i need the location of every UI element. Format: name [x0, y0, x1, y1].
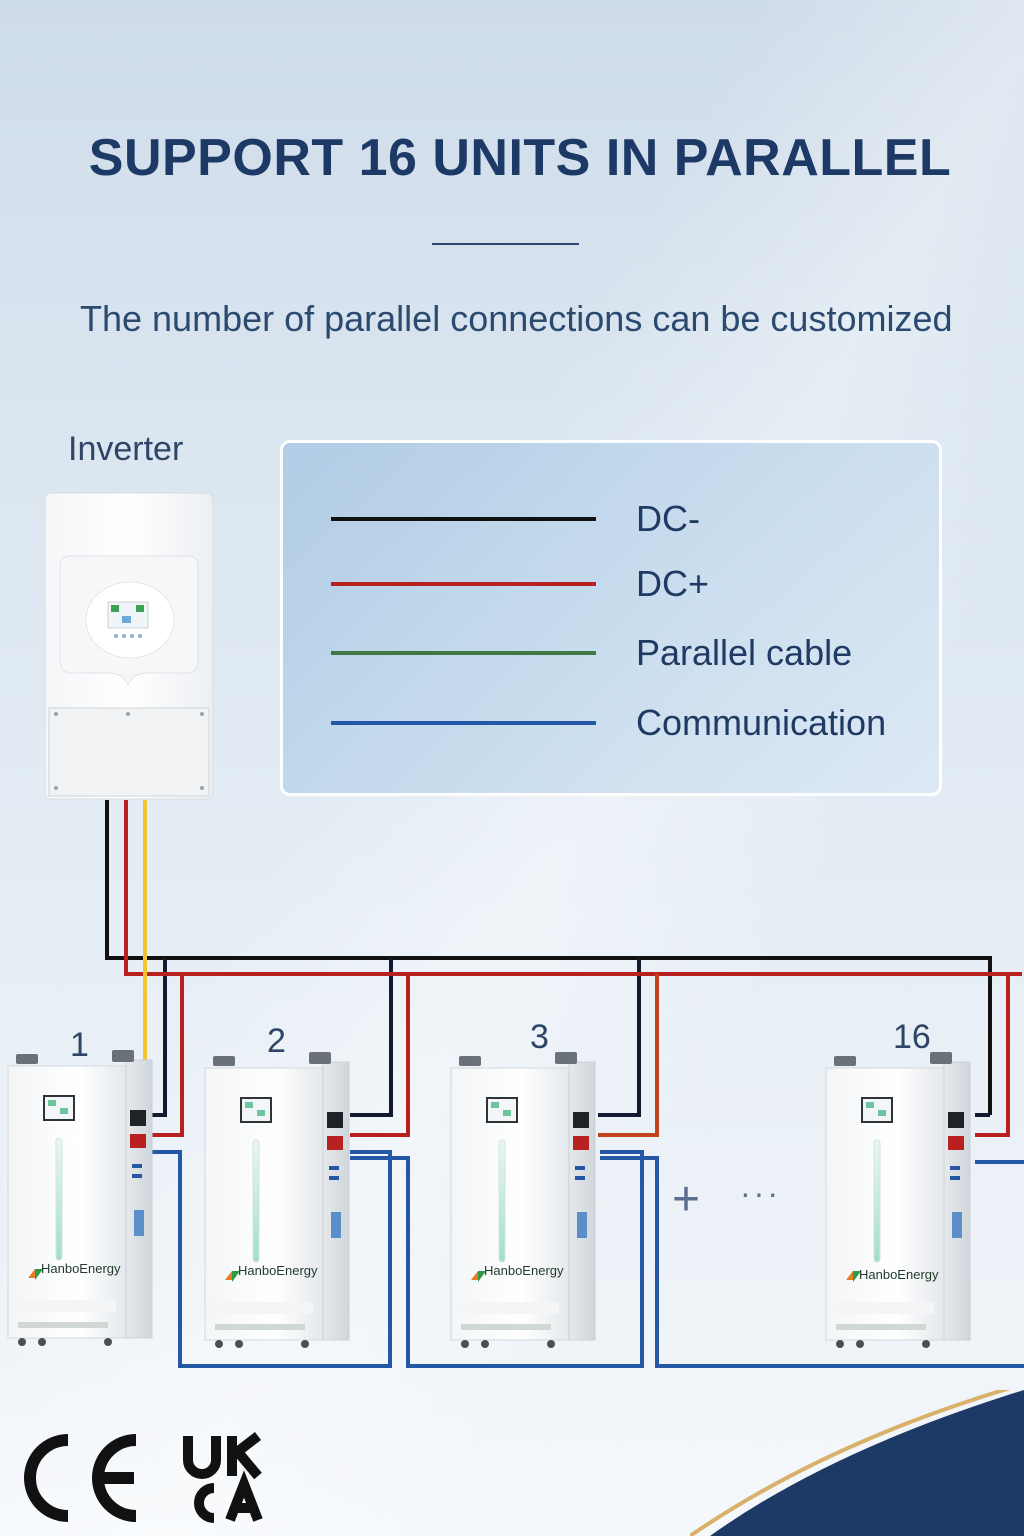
legend-item-dc-pos: DC+: [331, 563, 931, 604]
inverter-image: [44, 492, 214, 800]
continuation-plus: +: [672, 1173, 701, 1226]
wire-comm-1-2: [140, 1150, 392, 1368]
wire-dc-pos-drop-2: [350, 974, 410, 1137]
unit-number-2: 2: [267, 1022, 286, 1060]
wire-dc-pos-drop-3: [598, 974, 659, 1137]
wire-dc-pos-bus: [124, 800, 1022, 976]
page-title: SUPPORT 16 UNITS IN PARALLEL: [88, 129, 952, 187]
wire-comm-2-3: [350, 1150, 644, 1368]
battery-brand-2: HanboEnergy: [238, 1263, 318, 1278]
legend-line-parallel-cable: [331, 651, 596, 655]
legend-line-communication: [331, 721, 596, 725]
battery-brand-3: HanboEnergy: [484, 1263, 564, 1278]
battery-unit-2: [204, 1051, 350, 1349]
unit-number-3: 3: [530, 1018, 549, 1056]
legend-line-dc-pos: [331, 582, 596, 586]
legend-label-dc-pos: DC+: [636, 563, 710, 604]
wire-dc-pos-drop-16: [975, 974, 1010, 1137]
page-subtitle: The number of parallel connections can b…: [80, 298, 953, 339]
cable-legend: DC- DC+ Parallel cable Communication: [280, 440, 942, 796]
battery-unit-16: [825, 1051, 971, 1349]
battery-unit-1: [7, 1049, 153, 1347]
legend-label-parallel-cable: Parallel cable: [636, 632, 853, 673]
certification-marks: [24, 1432, 263, 1523]
continuation-dots: ···: [740, 1175, 781, 1211]
legend-item-dc-neg: DC-: [331, 498, 931, 539]
wire-dc-neg-drop-2: [350, 958, 393, 1117]
wire-dc-neg-bus: [105, 800, 992, 1115]
battery-brand-1: HanboEnergy: [41, 1261, 121, 1276]
ukca-mark-logo: [183, 1432, 263, 1523]
battery-brand-16: HanboEnergy: [859, 1267, 939, 1282]
title-divider: [432, 243, 579, 245]
wire-dc-neg-drop-3: [598, 958, 641, 1117]
corner-swoosh: [690, 1390, 1024, 1536]
legend-label-dc-neg: DC-: [636, 498, 700, 539]
wire-dc-pos-drop-1: [140, 974, 184, 1137]
legend-label-communication: Communication: [636, 702, 887, 743]
legend-item-parallel-cable: Parallel cable: [331, 632, 931, 673]
battery-unit-3: [450, 1051, 596, 1349]
wire-comm-3-16: [600, 1156, 1024, 1368]
unit-number-1: 1: [70, 1026, 89, 1064]
unit-number-16: 16: [893, 1018, 931, 1056]
ce-mark-logo: [24, 1434, 137, 1522]
inverter-label: Inverter: [68, 430, 184, 468]
legend-item-communication: Communication: [331, 702, 931, 743]
legend-line-dc-neg: [331, 517, 596, 521]
